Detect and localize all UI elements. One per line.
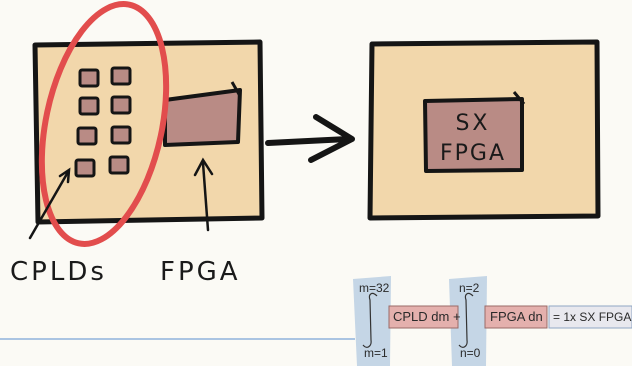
term1-text: CPLD dm +: [393, 309, 461, 324]
integral-sign-1: [362, 292, 378, 348]
cpld-chip: [74, 158, 96, 178]
cpld-chip: [76, 126, 98, 146]
term2-text: FPGA dn: [490, 309, 543, 324]
cpld-chip: [110, 95, 132, 115]
cpld-chip: [78, 96, 100, 116]
sx-fpga-chip: [423, 91, 526, 173]
result-text: = 1x SX FPGA: [553, 310, 632, 324]
transform-arrow: [265, 114, 355, 163]
integral-sign-2: [458, 292, 474, 348]
fpga-label: FPGA: [160, 257, 241, 287]
fpga-label-in-chip: FPGA: [440, 141, 506, 166]
fpga-pointer-arrow: [193, 157, 214, 232]
integral1-lower: m=1: [364, 346, 388, 360]
integral-tab-1: [353, 276, 391, 366]
cpld-chip: [108, 155, 130, 175]
cplds-pointer-arrow: [28, 167, 71, 240]
term1-box: [388, 305, 459, 329]
result-box: [548, 305, 632, 329]
cpld-chip: [110, 125, 132, 145]
integral1-upper: m=32: [359, 281, 390, 295]
term2-box: [484, 305, 548, 329]
cpld-chip: [78, 68, 100, 88]
sx-label: SX: [455, 111, 490, 136]
integral2-lower: n=0: [460, 346, 481, 360]
cplds-label: CPLDs: [10, 257, 107, 287]
integral2-upper: n=2: [459, 281, 480, 295]
integral-tab-2: [449, 276, 487, 366]
cpld-grid: [74, 66, 132, 178]
cpld-chip: [110, 66, 132, 86]
cpld-highlight-ellipse: [38, 1, 170, 247]
